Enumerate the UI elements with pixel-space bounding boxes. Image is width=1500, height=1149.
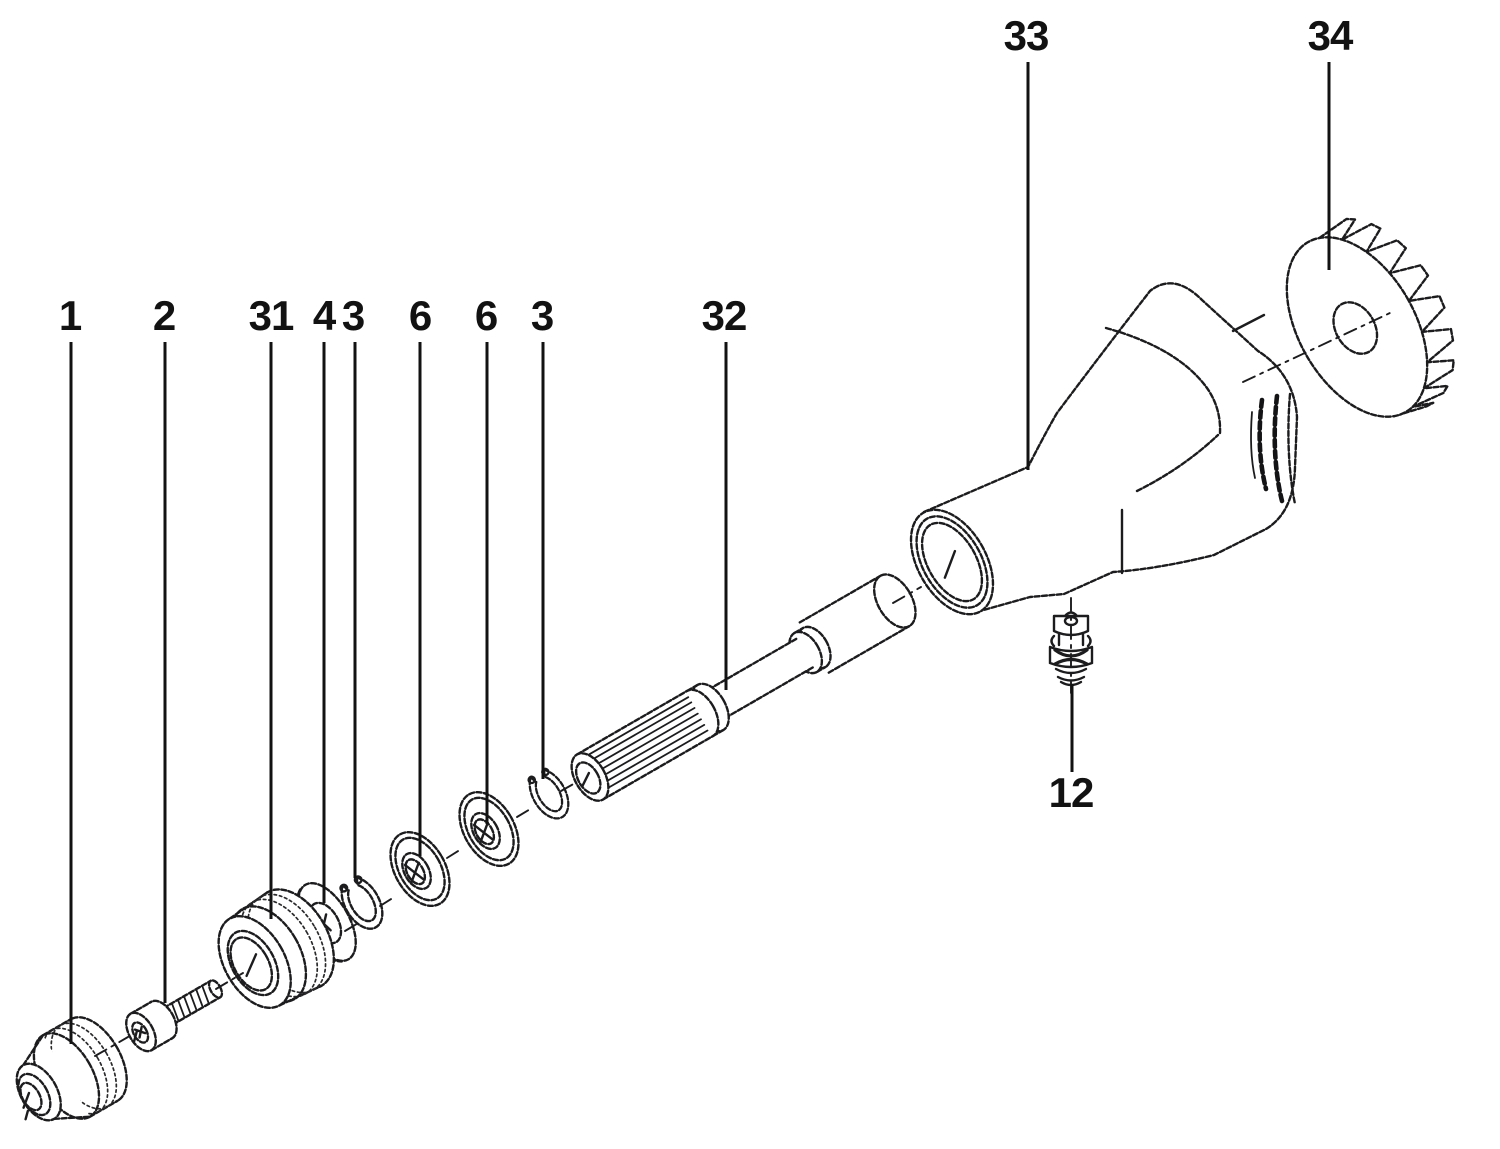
callout-label-33: 33: [1004, 12, 1049, 59]
cup-bore-inner: [229, 936, 274, 992]
gear-face: [1285, 236, 1429, 418]
cup-bore-outer: [226, 929, 280, 997]
axis-centerline: [1242, 312, 1391, 383]
housing-vent-slot: [1272, 393, 1285, 504]
bearing-center-mark: [403, 861, 425, 885]
bearing-center-mark: [472, 821, 494, 845]
crown-gear-part: [1285, 217, 1455, 418]
shaft-step-ring: [793, 626, 827, 674]
housing-boss: [909, 508, 995, 616]
housing-edge-highlight: [1231, 313, 1266, 333]
shaft-spline-silhouette: [575, 689, 715, 801]
screw-socket-mark: [132, 1025, 147, 1044]
callout-label-3a: 3: [342, 292, 364, 339]
housing-inner-curve-bottom: [1135, 433, 1220, 493]
bearing-rear-part: [458, 790, 520, 868]
housing-outline: [922, 282, 1299, 613]
callout-label-34: 34: [1308, 12, 1354, 59]
bearing-front-part: [389, 830, 451, 908]
callout-label-6b: 6: [475, 292, 497, 339]
housing-vent-edge: [1287, 392, 1297, 506]
callout-label-32: 32: [702, 292, 747, 339]
callout-label-3b: 3: [531, 292, 553, 339]
housing-vent-slot: [1257, 397, 1269, 492]
gear-housing-part: [909, 282, 1299, 616]
nut-center-mark: [22, 1091, 31, 1121]
shaft-sleeve: [798, 574, 911, 674]
callout-label-4: 4: [313, 292, 337, 339]
drive-shaft-part: [570, 573, 917, 802]
socket-screw-part: [125, 979, 224, 1053]
cup-center-mark: [245, 953, 258, 978]
housing-vent-edge: [1250, 411, 1256, 479]
callout-label-31: 31: [249, 292, 294, 339]
snap-ring-front-part: [339, 875, 384, 930]
axis-centerline-segments: [94, 586, 922, 1057]
boss-center-mark: [943, 549, 957, 579]
shaft-body: [700, 637, 816, 723]
housing-inner-curve-top: [1104, 326, 1222, 435]
shaft-center-mark: [581, 771, 591, 788]
bearing-cup-part: [217, 888, 336, 1010]
shaft-splines: [582, 696, 709, 792]
callout-label-2: 2: [153, 292, 175, 339]
grease-fitting-part: [1048, 597, 1094, 694]
shaft-band: [685, 683, 725, 738]
callout-label-12: 12: [1049, 769, 1094, 816]
collet-nut-part: [15, 1016, 128, 1122]
callout-label-1: 1: [59, 292, 82, 339]
callout-label-6a: 6: [409, 292, 431, 339]
snap-ring-rear-part: [527, 767, 570, 820]
